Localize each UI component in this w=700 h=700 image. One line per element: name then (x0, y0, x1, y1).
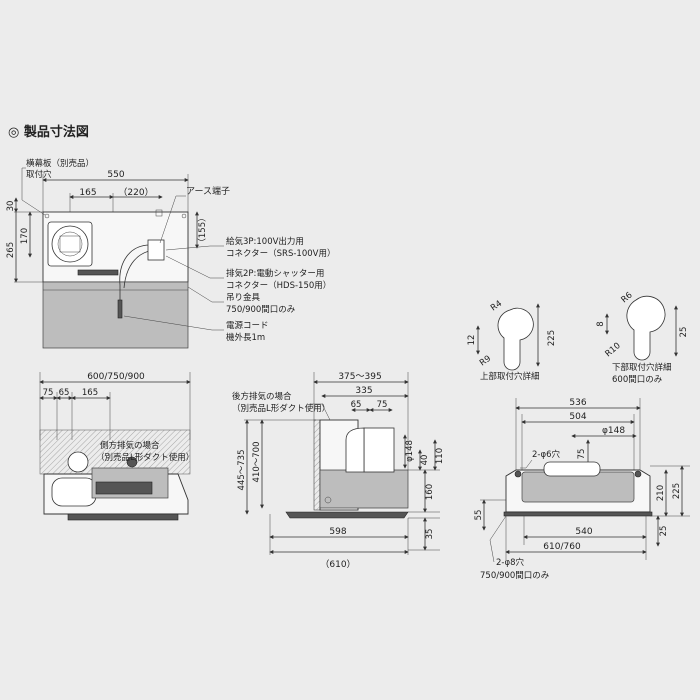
front-view: 600/750/900 75 65 165 側方排気の場合 （別売品L形ダクト使… (39, 372, 194, 521)
dim-8: 8 (596, 321, 606, 326)
lower-hole-caption-2: 600間口のみ (612, 375, 663, 385)
dim-30: 30 (6, 201, 16, 212)
dim-210: 210 (656, 485, 666, 501)
label-haiki-1: 排気2P:電動シャッター用 (226, 268, 324, 279)
lower-hole-shape (626, 295, 666, 361)
hood-front-panel (42, 281, 189, 349)
upper-hole-caption: 上部取付穴詳細 (480, 371, 540, 382)
dim-75: 75 (377, 400, 388, 410)
dim-65: 65 (59, 388, 70, 398)
dim-phi148: φ148 (405, 440, 415, 462)
label-tsuri-note: 750/900間口のみ (226, 305, 296, 315)
label-side-duct: （別売品L形ダクト使用） (96, 452, 194, 463)
bottom-view: 536 504 φ148 2-φ6穴 75 210 225 25 55 (474, 398, 690, 581)
label-cord: 電源コード (226, 321, 269, 331)
dim-225: 225 (672, 483, 682, 499)
r9-label: R9 (478, 354, 493, 369)
label-750-900: 750/900間口のみ (480, 571, 550, 581)
dim-75: 75 (577, 449, 587, 460)
top-view: 550 165 （220） 30 265 170 （155） (6, 158, 335, 349)
dim-598: 598 (329, 527, 346, 537)
page-title: ◎ 製品寸法図 (8, 124, 89, 140)
label-kyuki-1: 給気3P:100V出力用 (226, 236, 304, 247)
label-earth: アース端子 (186, 185, 230, 197)
dim-160: 160 (425, 484, 435, 500)
r10-label: R10 (604, 341, 623, 359)
dim-25: 25 (679, 327, 689, 338)
dim-540: 540 (575, 527, 592, 537)
dim-375-395: 375～395 (338, 372, 381, 382)
dim-110: 110 (435, 448, 445, 464)
duct-area (39, 429, 191, 475)
duct-outlet-icon (363, 427, 395, 473)
dim-220: （220） (118, 187, 153, 198)
dim-536: 536 (569, 398, 586, 408)
label-haiki-2: コネクター（HDS-150用） (226, 280, 331, 291)
dim-40: 40 (420, 455, 430, 466)
label-rear-duct: （別売品L形ダクト使用） (232, 403, 330, 414)
dim-12: 12 (467, 335, 477, 346)
dim-65: 65 (351, 400, 362, 410)
control-panel-strip (67, 513, 179, 521)
dim-25: 25 (659, 526, 669, 537)
bottom-outlet-icon (543, 461, 601, 477)
label-toritsuke: 取付穴 (26, 169, 52, 180)
label-2-phi6: 2-φ6穴 (532, 449, 560, 460)
dim-75: 75 (43, 388, 54, 398)
dim-165: 165 (82, 388, 98, 398)
label-side-exhaust: 側方排気の場合 (100, 440, 160, 451)
dim-phi148: φ148 (602, 426, 625, 436)
label-kyuki-2: コネクター（SRS-100V用） (226, 248, 335, 259)
dim-265: 265 (6, 242, 16, 258)
dim-550: 550 (107, 170, 124, 180)
dim-width: 600/750/900 (87, 372, 145, 382)
label-rear-exhaust: 後方排気の場合 (232, 391, 292, 402)
upper-hole-detail: R4 R9 12 225 上部取付穴詳細 (467, 299, 557, 382)
label-tsuri: 吊り金具 (226, 292, 261, 303)
label-2-phi8: 2-φ8穴 (496, 557, 524, 568)
exhaust-port-icon (51, 225, 89, 263)
dim-610-760: 610/760 (543, 542, 581, 552)
dim-445-735: 445～735 (237, 450, 247, 491)
side-view: 後方排気の場合 （別売品L形ダクト使用） 375～395 335 65 75 4… (232, 372, 445, 570)
dim-155: （155） (197, 213, 208, 246)
dim-410-700: 410～700 (252, 442, 262, 483)
lower-hole-detail: R6 R10 8 25 下部取付穴詳細 600間口のみ (596, 290, 689, 385)
dim-35: 35 (425, 529, 435, 540)
dim-170: 170 (20, 228, 30, 244)
dim-335: 335 (355, 386, 372, 396)
label-cord-length: 機外長1m (226, 332, 265, 343)
lower-hole-caption-1: 下部取付穴詳細 (612, 362, 672, 373)
label-yokomakuita: 横幕板（別売品） (26, 158, 94, 169)
dim-610: （610） (320, 559, 355, 570)
dim-55: 55 (474, 510, 484, 521)
dim-504: 504 (569, 412, 586, 422)
dim-225: 225 (547, 330, 557, 346)
upper-hole-shape (497, 307, 534, 371)
dim-165: 165 (79, 188, 96, 198)
r4-label: R4 (489, 299, 504, 314)
